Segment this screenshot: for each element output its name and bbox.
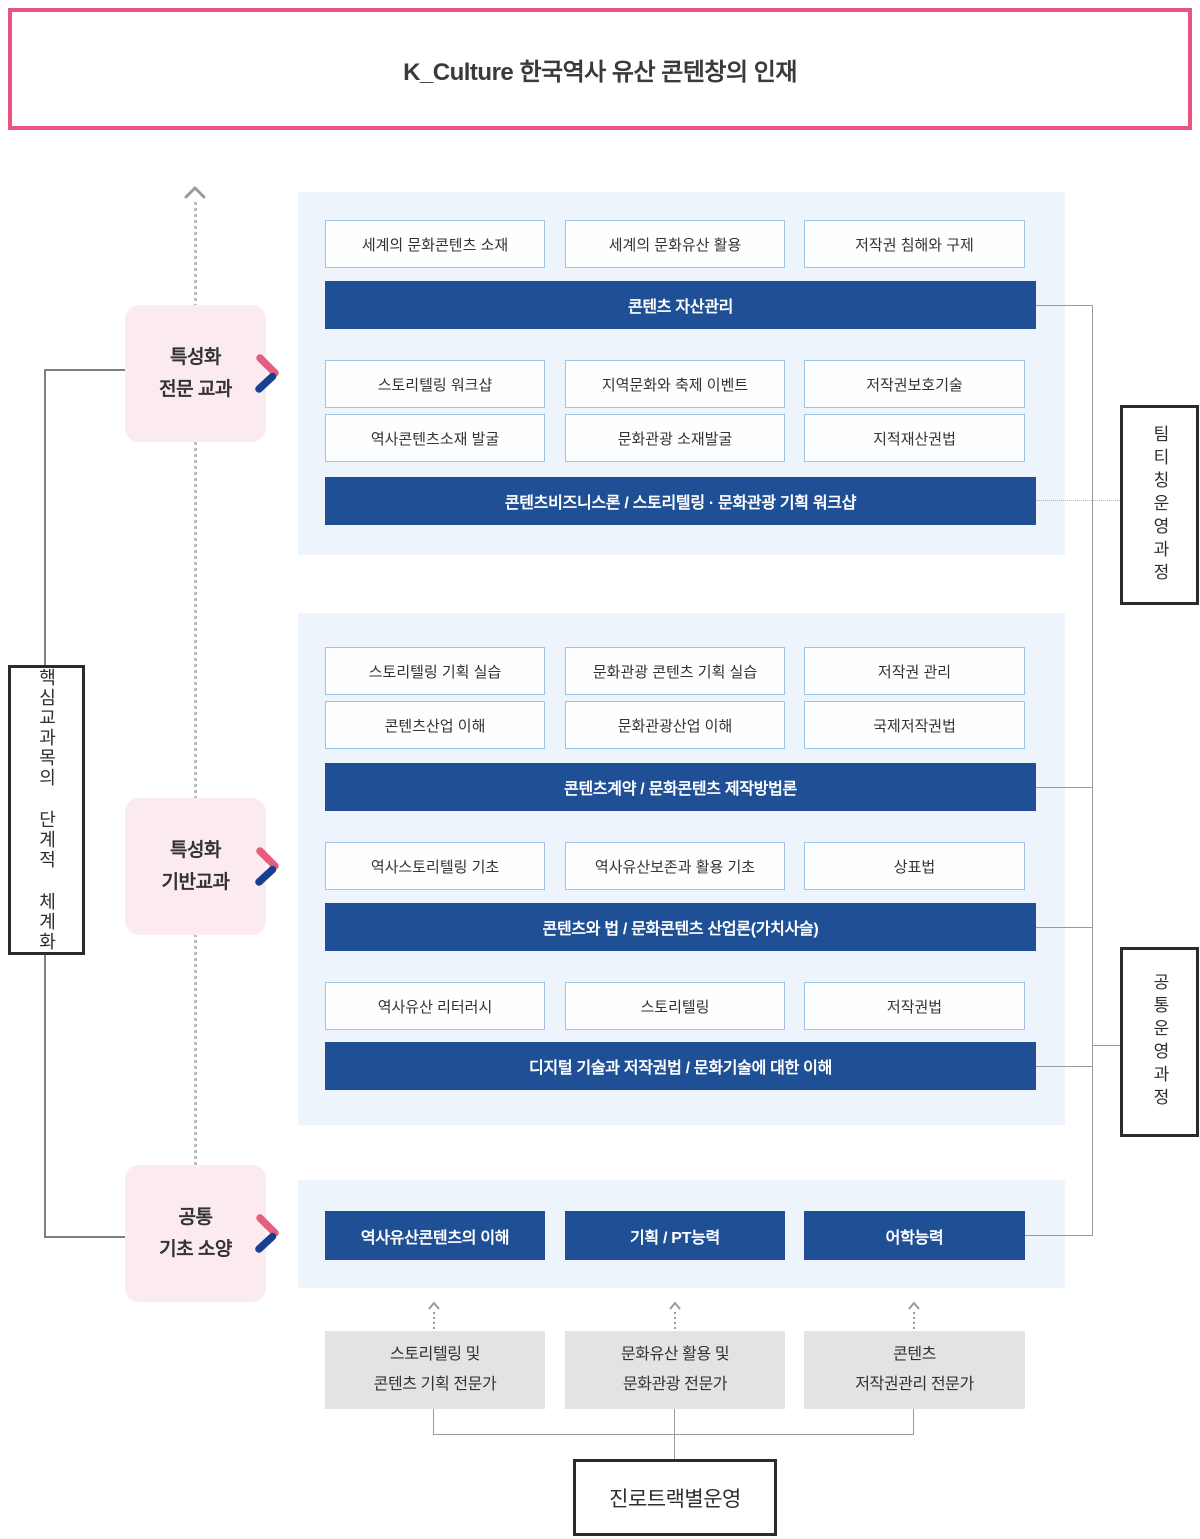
dotted-up-arrow-icon bbox=[428, 1301, 440, 1330]
career-track-box: 진로트랙별운영 bbox=[573, 1459, 777, 1536]
chevron-right-icon bbox=[255, 354, 279, 393]
career-connector-left bbox=[433, 1409, 434, 1435]
course-box: 콘텐츠산업 이해 bbox=[325, 701, 545, 749]
career-box-heritage-tourism: 문화유산 활용 및 문화관광 전문가 bbox=[565, 1331, 785, 1409]
team-teaching-label: 팀티칭운영과정 bbox=[1150, 424, 1169, 586]
right-connector-vertical bbox=[1092, 305, 1093, 1236]
basic-box-heritage: 역사유산콘텐츠의 이해 bbox=[325, 1211, 545, 1260]
career-box-copyright: 콘텐츠 저작권관리 전문가 bbox=[804, 1331, 1025, 1409]
connector-language-box bbox=[1025, 1235, 1093, 1236]
course-box: 국제저작권법 bbox=[804, 701, 1025, 749]
chevron-right-icon bbox=[255, 1214, 279, 1253]
level-label-line2: 전문 교과 bbox=[159, 378, 232, 400]
level-label-line2: 기초 소양 bbox=[159, 1238, 232, 1260]
course-box: 저작권법 bbox=[804, 982, 1025, 1030]
course-box: 저작권 침해와 구제 bbox=[804, 220, 1025, 268]
chevron-right-icon bbox=[255, 847, 279, 886]
level-specialized-foundation: 특성화 기반교과 bbox=[125, 798, 266, 935]
title-banner: K_Culture 한국역사 유산 콘텐창의 인재 bbox=[8, 8, 1192, 130]
course-box: 스토리텔링 워크샵 bbox=[325, 360, 545, 408]
connector-contract-bar bbox=[1036, 787, 1093, 788]
course-box: 지적재산권법 bbox=[804, 414, 1025, 462]
core-subjects-box: 핵심교과목의 단계적 체계화 bbox=[8, 665, 85, 955]
course-box: 역사콘텐츠소재 발굴 bbox=[325, 414, 545, 462]
course-box: 문화관광 소재발굴 bbox=[565, 414, 785, 462]
course-box: 스토리텔링 bbox=[565, 982, 785, 1030]
category-bar-content-law: 콘텐츠와 법 / 문화콘텐츠 산업론(가치사슬) bbox=[325, 903, 1036, 951]
career-box-storytelling: 스토리텔링 및 콘텐츠 기획 전문가 bbox=[325, 1331, 545, 1409]
connector-asset-bar bbox=[1036, 305, 1093, 306]
core-bracket-top bbox=[44, 369, 125, 371]
course-box: 세계의 문화콘텐츠 소재 bbox=[325, 220, 545, 268]
course-box: 세계의 문화유산 활용 bbox=[565, 220, 785, 268]
career-line2: 저작권관리 전문가 bbox=[855, 1376, 974, 1393]
core-bracket-bottom bbox=[44, 1236, 125, 1238]
core-subjects-label: 핵심교과목의 단계적 체계화 bbox=[36, 668, 57, 952]
page-title: K_Culture 한국역사 유산 콘텐창의 인재 bbox=[403, 58, 797, 86]
course-box: 지역문화와 축제 이벤트 bbox=[565, 360, 785, 408]
level-specialized-advanced: 특성화 전문 교과 bbox=[125, 305, 266, 442]
connector-common-box bbox=[1092, 1045, 1120, 1046]
dotted-up-arrow-icon bbox=[908, 1301, 920, 1330]
course-box: 상표법 bbox=[804, 842, 1025, 890]
course-box: 저작권 관리 bbox=[804, 647, 1025, 695]
career-connector-horizontal bbox=[433, 1434, 914, 1435]
up-arrow-icon bbox=[184, 186, 206, 199]
career-line1: 콘텐츠 bbox=[893, 1346, 936, 1364]
level-common-basic: 공통 기초 소양 bbox=[125, 1165, 266, 1302]
category-bar-content-contract: 콘텐츠계약 / 문화콘텐츠 제작방법론 bbox=[325, 763, 1036, 811]
connector-team-teaching-dotted bbox=[1036, 500, 1120, 501]
course-box: 역사스토리텔링 기초 bbox=[325, 842, 545, 890]
level-label-line2: 기반교과 bbox=[161, 871, 230, 893]
level-label-line1: 공통 bbox=[178, 1207, 213, 1229]
basic-box-planning: 기획 / PT능력 bbox=[565, 1211, 785, 1260]
common-operation-label: 공통운영과정 bbox=[1150, 973, 1169, 1111]
course-box: 문화관광 콘텐츠 기획 실습 bbox=[565, 647, 785, 695]
level-label-line1: 특성화 bbox=[170, 347, 221, 369]
career-line1: 스토리텔링 및 bbox=[390, 1346, 480, 1364]
category-bar-content-business: 콘텐츠비즈니스론 / 스토리텔링 · 문화관광 기획 워크샵 bbox=[325, 477, 1036, 525]
career-line2: 문화관광 전문가 bbox=[622, 1376, 728, 1393]
course-box: 스토리텔링 기획 실습 bbox=[325, 647, 545, 695]
common-operation-box: 공통운영과정 bbox=[1120, 947, 1199, 1137]
career-line2: 콘텐츠 기획 전문가 bbox=[373, 1376, 497, 1393]
connector-digital-bar bbox=[1036, 1066, 1093, 1067]
career-line1: 문화유산 활용 및 bbox=[620, 1346, 730, 1364]
progression-dotted-line bbox=[194, 202, 197, 1165]
career-connector-right bbox=[913, 1409, 914, 1435]
course-box: 저작권보호기술 bbox=[804, 360, 1025, 408]
course-box: 문화관광산업 이해 bbox=[565, 701, 785, 749]
basic-box-language: 어학능력 bbox=[804, 1211, 1025, 1260]
dotted-up-arrow-icon bbox=[669, 1301, 681, 1330]
course-box: 역사유산보존과 활용 기초 bbox=[565, 842, 785, 890]
category-bar-digital-tech: 디지털 기술과 저작권법 / 문화기술에 대한 이해 bbox=[325, 1042, 1036, 1090]
team-teaching-box: 팀티칭운영과정 bbox=[1120, 405, 1199, 605]
category-bar-asset-management: 콘텐츠 자산관리 bbox=[325, 281, 1036, 329]
level-label-line1: 특성화 bbox=[170, 840, 221, 862]
career-connector-center bbox=[674, 1409, 675, 1459]
connector-law-bar bbox=[1036, 927, 1093, 928]
course-box: 역사유산 리터러시 bbox=[325, 982, 545, 1030]
